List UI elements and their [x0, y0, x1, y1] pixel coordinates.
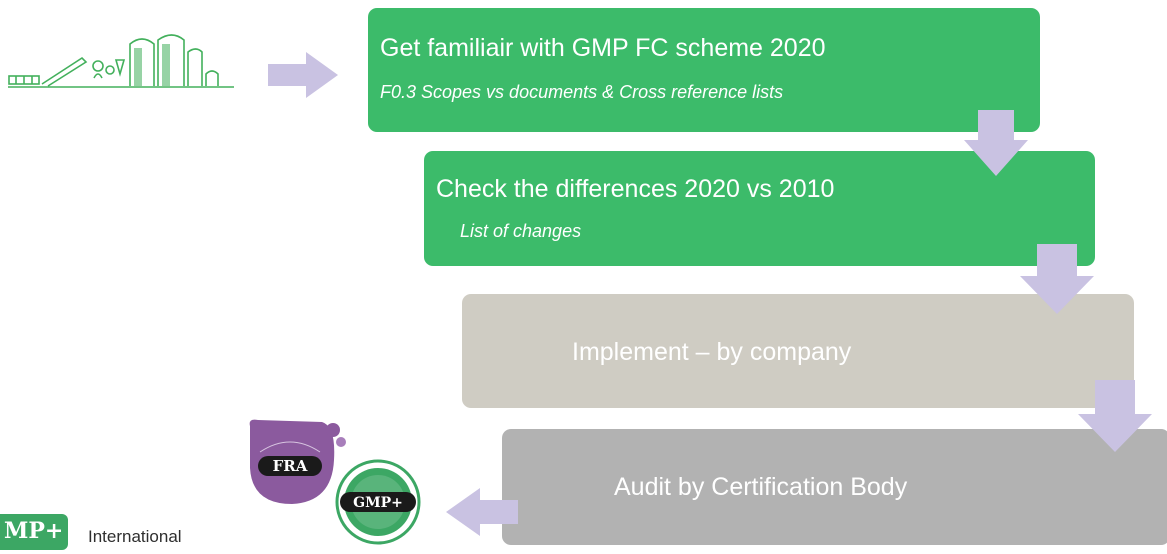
feed-production-icon: [8, 34, 234, 88]
fra-badge-icon: FRA: [249, 419, 346, 504]
step-4-box: Audit by Certification Body: [502, 429, 1167, 545]
step-3-box: Implement – by company: [462, 294, 1134, 408]
fra-badge-label: FRA: [273, 457, 308, 475]
arrow-down-icon: [1078, 380, 1152, 452]
step-1-subtitle: F0.3 Scopes vs documents & Cross referen…: [380, 82, 784, 102]
brand-logo-text: MP+: [4, 518, 64, 544]
step-2-box: Check the differences 2020 vs 2010 List …: [424, 151, 1095, 266]
arrow-down-icon: [1020, 244, 1094, 314]
step-1-box: Get familiair with GMP FC scheme 2020 F0…: [368, 8, 1040, 132]
step-3-title: Implement – by company: [572, 338, 852, 366]
step-4-title: Audit by Certification Body: [614, 473, 908, 501]
step-2-title: Check the differences 2020 vs 2010: [436, 175, 835, 203]
brand-logo: MP+: [0, 514, 68, 550]
step-1-title: Get familiair with GMP FC scheme 2020: [380, 34, 826, 62]
gmp-badge-icon: GMP+: [335, 459, 421, 545]
brand-name: International: [88, 527, 182, 546]
arrow-down-icon: [964, 110, 1028, 176]
arrow-left-icon: [446, 488, 518, 536]
arrow-right-icon: [268, 52, 338, 98]
gmp-badge-label: GMP+: [353, 495, 403, 511]
step-2-subtitle: List of changes: [460, 221, 582, 241]
